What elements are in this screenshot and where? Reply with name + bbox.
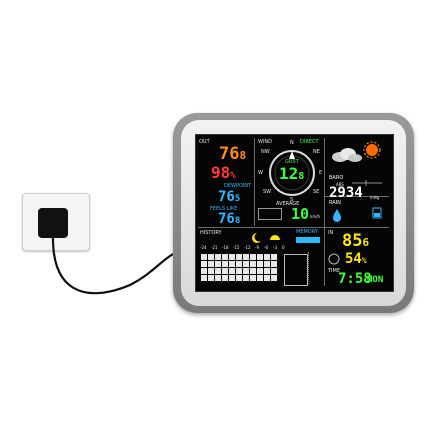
- gust-value: 128: [279, 166, 304, 182]
- average-label: AVERAGE: [276, 201, 300, 207]
- dewpoint-value: 765: [218, 190, 240, 204]
- rain-gauge-icon: [372, 207, 382, 219]
- comfort-icon: [328, 253, 340, 265]
- cloud-icon: [332, 148, 362, 162]
- divider: [254, 138, 255, 226]
- clock-day: MON: [367, 275, 384, 285]
- pressure-unit: inHg: [370, 195, 380, 200]
- gust-number: 12: [279, 164, 299, 183]
- feels-like-decimal: 8: [234, 216, 241, 226]
- indoor-label: IN: [328, 230, 334, 236]
- feels-like-number: 76: [218, 211, 235, 227]
- history-bar-graph: [201, 254, 277, 281]
- indoor-humidity-value: 54: [345, 251, 362, 267]
- pressure-trend-icon: [352, 180, 382, 186]
- dewpoint-label: DEWPOINT: [224, 183, 252, 189]
- feels-like-label: FEELS LIKE: [210, 206, 238, 212]
- pressure-value: 2934: [329, 185, 363, 201]
- average-wind-value: 10: [291, 205, 310, 223]
- feels-like-value: 768: [218, 212, 240, 226]
- history-hour: -3: [273, 245, 277, 250]
- outdoor-humidity-value: 98: [211, 163, 231, 182]
- compass-ne: NE: [313, 149, 320, 155]
- divider: [198, 227, 324, 228]
- moon-phase-icon: [252, 232, 264, 243]
- divider: [325, 196, 389, 197]
- compass-n: N: [290, 140, 294, 146]
- power-plug: [38, 208, 68, 238]
- history-hour: 0: [282, 245, 285, 250]
- memory-bar: [296, 237, 320, 243]
- out-label: OUT: [199, 139, 210, 145]
- gust-label: GUST: [285, 159, 299, 165]
- compass-s: S: [290, 197, 294, 203]
- time-label: TIME: [328, 268, 341, 274]
- compass-nw: NW: [261, 149, 270, 155]
- rain-label: RAIN: [329, 200, 341, 206]
- wind-direction-arrow-icon: [289, 151, 295, 159]
- dewpoint-number: 76: [218, 189, 235, 205]
- history-hour: -21: [211, 245, 218, 250]
- wind-compass: [269, 150, 315, 196]
- lcd-display: [195, 134, 394, 292]
- wind-label: WIND: [258, 139, 273, 145]
- history-axis: -24 -21 -18 -15 -12 -9 -6 -3 0: [200, 245, 320, 251]
- baro-label: BARO: [329, 175, 344, 181]
- compass-sw: SW: [263, 189, 272, 195]
- divider: [324, 138, 325, 286]
- history-hour: -9: [255, 245, 259, 250]
- sun-icon: [363, 141, 381, 159]
- baro-sub-label: ABS: [336, 182, 344, 187]
- indoor-temp-decimal: 6: [362, 236, 370, 249]
- outdoor-temp-value: 76: [219, 144, 240, 164]
- wind-direct-label: DIRECT: [300, 139, 319, 145]
- indoor-humidity: 54%: [345, 252, 367, 266]
- divider: [325, 227, 389, 228]
- history-hour: -12: [244, 245, 251, 250]
- indoor-temperature: 856: [342, 233, 369, 250]
- outdoor-temp-decimal: 8: [239, 149, 247, 162]
- memory-label: MEMORY: [296, 229, 318, 235]
- history-hour: -24: [200, 245, 207, 250]
- wind-speed-bar: [258, 208, 282, 220]
- history-hour: -18: [222, 245, 229, 250]
- compass-se: SE: [313, 189, 320, 195]
- rain-drop-icon: [333, 209, 341, 222]
- history-hour: -6: [264, 245, 268, 250]
- history-label: HISTORY: [200, 230, 222, 236]
- indoor-temp-value: 85: [342, 231, 363, 251]
- compass-w: W: [258, 170, 263, 176]
- wind-unit: km/h: [310, 214, 321, 219]
- history-hour: -15: [233, 245, 240, 250]
- outdoor-temperature: 768: [219, 146, 246, 163]
- outdoor-humidity: 98%: [211, 165, 236, 181]
- history-side-bars: [284, 254, 308, 286]
- rain-digits-blank: [346, 209, 368, 219]
- history-scale-digits: [308, 252, 323, 284]
- gust-decimal: 8: [298, 171, 305, 182]
- indoor-humidity-unit: %: [361, 256, 367, 265]
- sunrise-icon: [270, 235, 280, 240]
- clock-time: 7:58: [338, 271, 372, 287]
- compass-e: E: [319, 170, 323, 176]
- dewpoint-decimal: 5: [234, 194, 241, 204]
- humidity-unit: %: [230, 171, 236, 181]
